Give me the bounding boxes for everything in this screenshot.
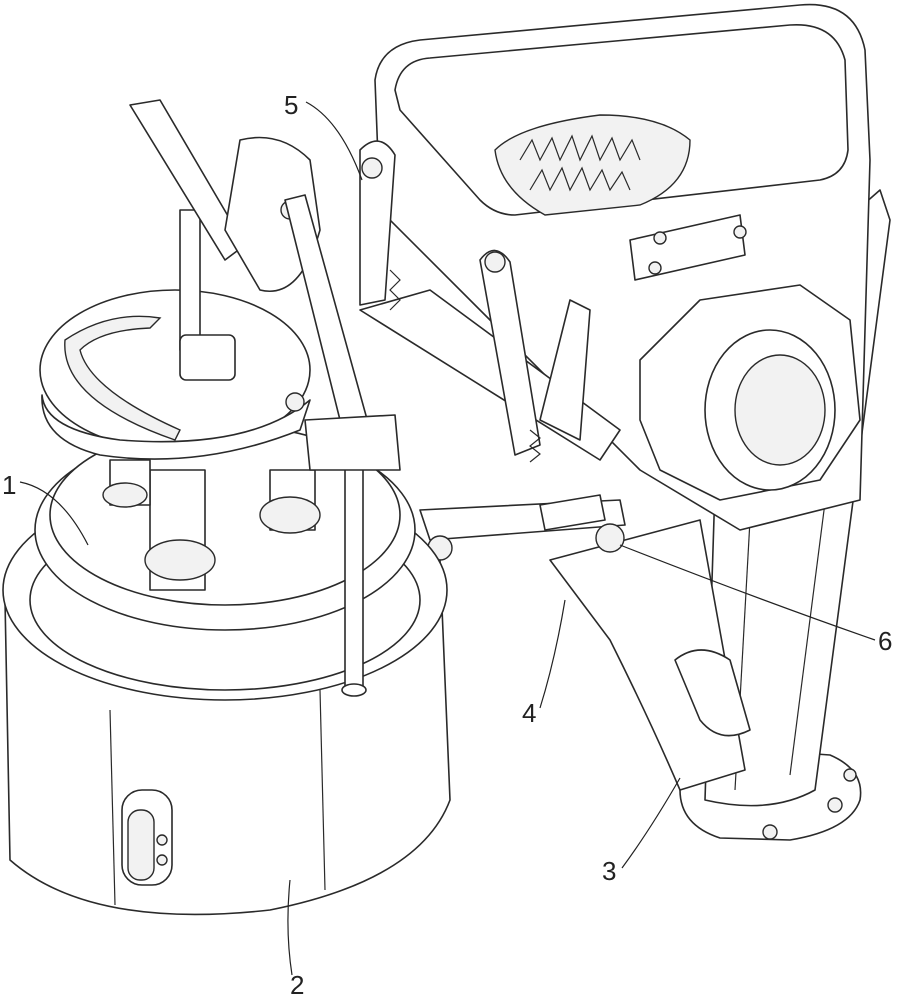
- label-5: 5: [284, 90, 299, 120]
- leader-2: [287, 879, 293, 976]
- upper-unit-1: [34, 99, 416, 697]
- leader-lines: [19, 101, 876, 976]
- leader-5: [305, 101, 363, 181]
- leader-3: [621, 777, 681, 869]
- leader-1: [19, 481, 89, 546]
- label-6: 6: [878, 626, 893, 656]
- label-1: 1: [2, 470, 17, 500]
- frame-arms: [359, 140, 626, 561]
- leader-4: [539, 599, 566, 709]
- right-motor: [629, 214, 861, 501]
- bracket-3: [549, 519, 751, 791]
- label-4: 4: [522, 698, 537, 728]
- label-2: 2: [290, 970, 305, 1000]
- label-3: 3: [602, 856, 617, 886]
- leader-6: [619, 544, 876, 641]
